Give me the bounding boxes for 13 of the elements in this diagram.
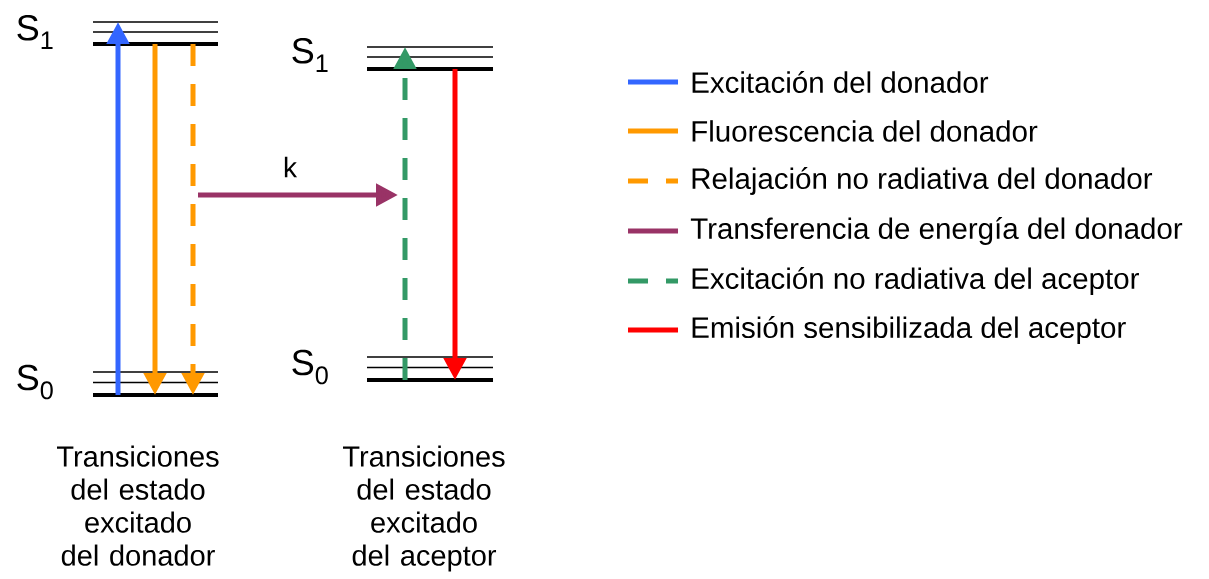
caption: Transiciones del estado excitado del aceptor (343, 445, 505, 572)
rate-label: k (284, 156, 298, 178)
legend-text: Excitación no radiativa del aceptor (692, 267, 1139, 295)
legend-text: Relajación no radiativa del donador (692, 167, 1153, 195)
legend-text: Fluorescencia del donador (692, 120, 1038, 142)
level-label: S$_{0}$ (17, 364, 53, 400)
caption: Transiciones del estado excitado del donador (57, 445, 219, 566)
level-label: S$_{0}$ (292, 349, 328, 385)
legend-text: Emisión sensibilizada del aceptor (692, 316, 1126, 344)
legend-text: Transferencia de energía del donador (690, 217, 1183, 245)
level-label: S$_{1}$ (292, 38, 328, 72)
level-label: S$_{1}$ (17, 15, 53, 49)
legend-text: Excitación del donador (692, 71, 989, 93)
